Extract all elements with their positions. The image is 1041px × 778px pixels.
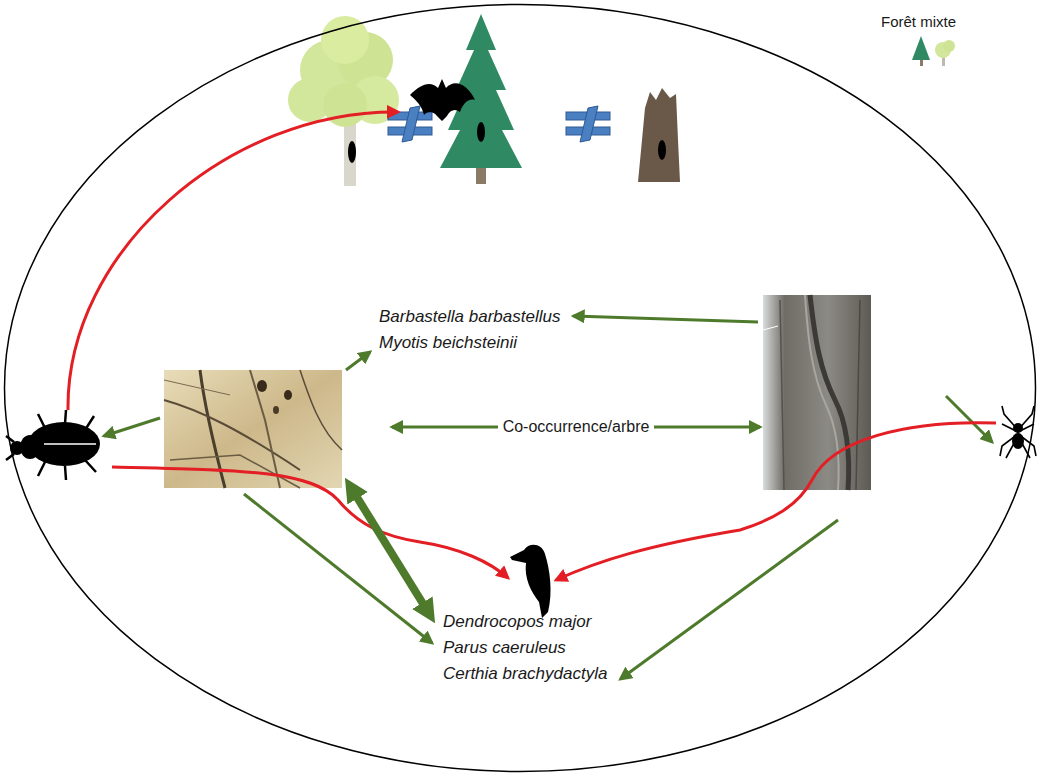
forest-outline [5, 5, 1036, 772]
cavity-to-bats-arrow [346, 352, 370, 370]
predation-arrow [556, 423, 996, 580]
bat-icon [410, 79, 475, 121]
bark-photo [763, 295, 871, 490]
spider-icon [1000, 406, 1036, 458]
region-name: Forêt mixte [881, 12, 956, 32]
species-name: Barbastella barbastellus [379, 304, 560, 330]
neq-symbol [566, 106, 610, 142]
cavity-excavator-arrow [350, 486, 430, 615]
species-name: Certhia brachydactyla [443, 661, 607, 687]
beetle-icon [6, 410, 100, 480]
species-name: Parus caeruleus [443, 635, 607, 661]
bark-to-birds-arrow [620, 520, 838, 679]
forest-outline [3, 3, 1037, 773]
species-name: Dendrocopos major [443, 609, 607, 635]
bark-to-bats-arrow [573, 316, 758, 322]
predation-arrow [112, 467, 508, 578]
bat-species: Barbastella barbastellusMyotis beichstei… [376, 302, 563, 358]
cavity-to-birds-arrow [244, 494, 432, 643]
forest-ellipse: Barbastella barbastellusMyotis beichstei… [3, 3, 1037, 773]
species-name: Myotis beichsteinii [379, 330, 560, 356]
bark-to-spider-arrow [946, 396, 992, 442]
deciduous-tree [288, 16, 399, 186]
woodpecker-icon [510, 545, 551, 618]
bird-species: Dendrocopos majorParus caeruleusCerthia … [440, 607, 610, 689]
dead-tree [638, 88, 680, 182]
predation-arrow [68, 112, 398, 410]
relation-label: Co-occurrence/arbre [498, 418, 655, 436]
mixed-forest-icon [912, 36, 955, 66]
cavity-to-beetle-arrow [104, 418, 160, 436]
